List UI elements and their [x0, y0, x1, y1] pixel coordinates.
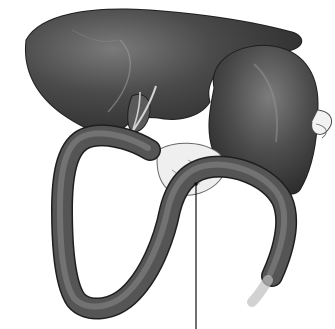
- small-intestine-tail: [252, 280, 268, 302]
- leader-line-dot: [194, 182, 198, 186]
